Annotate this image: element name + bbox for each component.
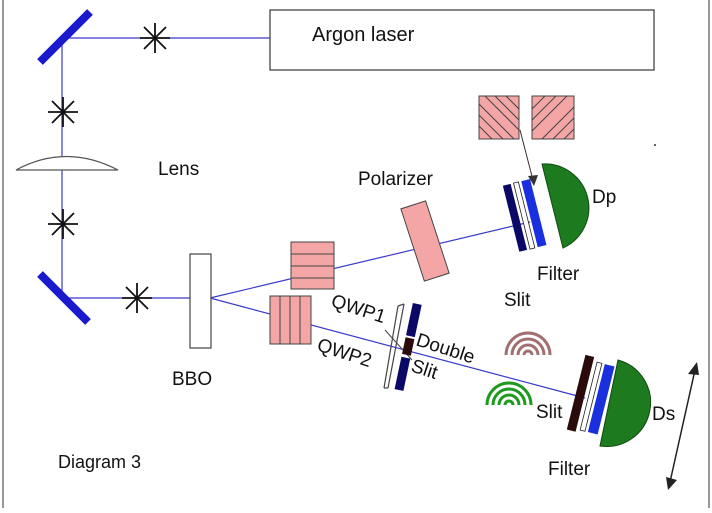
lens-label: Lens bbox=[158, 159, 199, 180]
argon-laser-box bbox=[269, 9, 655, 71]
detector-dp-shape bbox=[541, 163, 590, 249]
polarizer-label: Polarizer bbox=[358, 169, 434, 190]
polarizer-sample-right bbox=[531, 95, 575, 140]
stray-dot bbox=[654, 144, 656, 146]
translation-arrow-head-bottom bbox=[666, 477, 677, 490]
double-slit-label: Slit bbox=[408, 356, 440, 384]
sample-pointer-arrowhead bbox=[528, 175, 538, 186]
slit-upper-label: Slit bbox=[504, 290, 531, 311]
beam-upper-arm bbox=[209, 221, 531, 299]
bbo-crystal bbox=[189, 253, 212, 349]
slit-lower-label: Slit bbox=[536, 402, 563, 423]
diagram-title: Diagram 3 bbox=[58, 452, 141, 472]
beam-marker-1 bbox=[140, 23, 170, 53]
double-slit bbox=[394, 302, 422, 391]
filter-lower-label: Filter bbox=[548, 459, 591, 480]
detector-dp-label: Dp bbox=[592, 187, 616, 208]
upper-beam-block bbox=[290, 241, 335, 290]
detector-ds-shape bbox=[599, 359, 652, 447]
beam-marker-3 bbox=[48, 209, 78, 239]
sample-pointer bbox=[519, 129, 535, 185]
translation-arrow-shaft bbox=[669, 369, 696, 483]
filter-upper bbox=[502, 179, 547, 252]
beam-marker-4 bbox=[122, 283, 152, 313]
slit-lower bbox=[566, 354, 595, 432]
lens-shape bbox=[15, 156, 119, 171]
qwp2-label: QWP2 bbox=[314, 335, 374, 372]
polarizer-sample-left bbox=[478, 95, 520, 140]
argon-laser-label: Argon laser bbox=[312, 24, 415, 46]
bbo-label: BBO bbox=[172, 369, 212, 390]
detector-ds-label: Ds bbox=[652, 404, 675, 425]
fringe-pattern-upper bbox=[504, 331, 552, 356]
polarizer-plate bbox=[400, 200, 450, 282]
fringe-pattern-lower bbox=[485, 381, 533, 406]
filter-lower bbox=[579, 361, 615, 435]
translation-arrow-head-top bbox=[688, 362, 699, 375]
beam-marker-2 bbox=[48, 97, 78, 127]
mirror-top bbox=[37, 9, 93, 65]
mirror-bottom bbox=[37, 271, 91, 325]
qwp1-label: QWP1 bbox=[328, 291, 388, 328]
lower-beam-block bbox=[269, 295, 312, 345]
filter-upper-label: Filter bbox=[537, 264, 580, 285]
